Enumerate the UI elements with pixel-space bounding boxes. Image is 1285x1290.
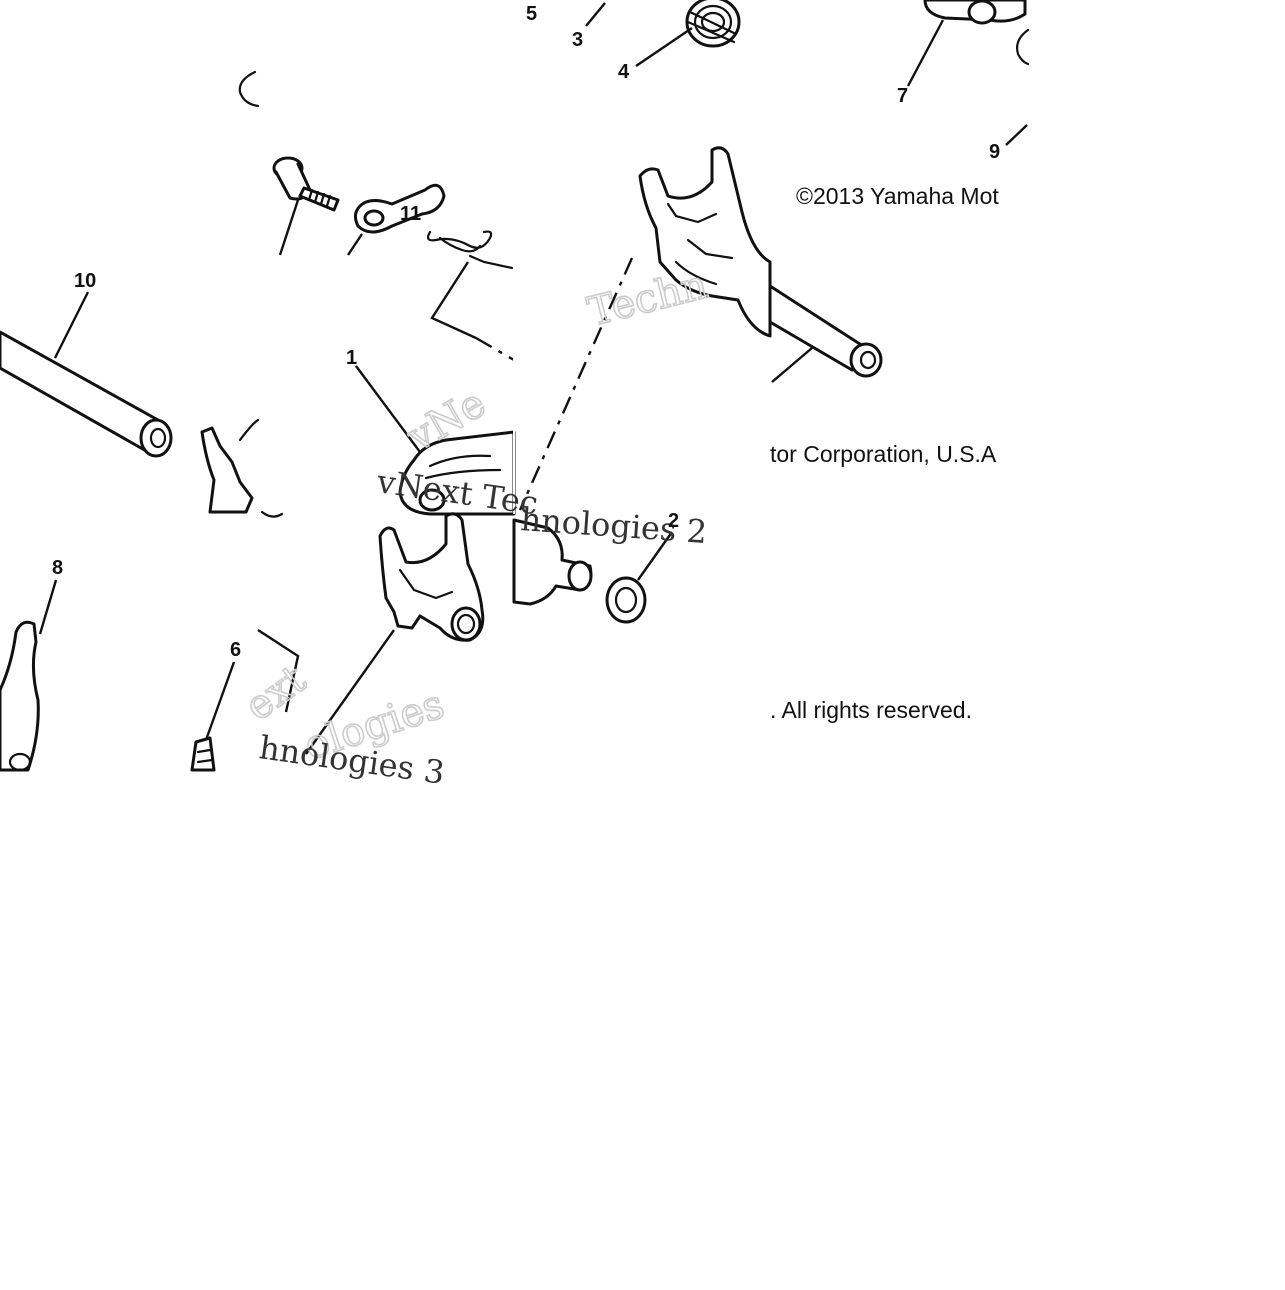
roller-pin (923, 0, 1027, 25)
leader-bolt (278, 199, 300, 256)
leader-spring (430, 261, 477, 340)
callout-7: 7 (897, 85, 908, 107)
callout-5: 5 (526, 3, 537, 25)
callout-4: 4 (618, 61, 630, 83)
copyright-line-1: ©2013 Yamaha Mot (796, 183, 999, 209)
leader-8 (38, 579, 58, 635)
callout-1: 1 (346, 347, 357, 369)
fork-fragment (200, 418, 284, 518)
clip-partial-right (1016, 28, 1030, 66)
watermark-1: Techn (583, 262, 712, 336)
callout-6: 6 (230, 639, 241, 661)
callout-3: 3 (572, 29, 583, 51)
coil-spring (685, 0, 741, 48)
leader-4 (635, 27, 693, 67)
leader-lower-fork (305, 629, 395, 755)
leader-6 (204, 661, 236, 741)
leader-9 (1005, 124, 1028, 146)
leader-11 (347, 233, 363, 256)
drum-end (512, 518, 593, 606)
assembly-line-center (518, 257, 634, 511)
stopper-lever (353, 183, 446, 234)
leader-left-bracket (257, 628, 300, 713)
torsion-spring (426, 230, 514, 270)
leader-1 (355, 365, 421, 453)
leader-7 (906, 19, 945, 87)
leader-2 (637, 531, 673, 581)
guide-pin-6 (190, 736, 216, 772)
assembly-line-upper (475, 336, 515, 362)
callout-8: 8 (52, 557, 63, 579)
guide-bar-10 (0, 330, 173, 458)
circlip-partial (238, 70, 260, 108)
copyright-line-2: tor Corporation, U.S.A (770, 441, 997, 467)
leader-10 (53, 291, 90, 359)
washer (605, 576, 647, 624)
callout-10: 10 (74, 270, 96, 292)
callout-2: 2 (668, 510, 679, 532)
shift-fork-upper (638, 146, 883, 378)
copyright-line-3: . All rights reserved. (770, 697, 972, 723)
callout-9: 9 (989, 141, 1000, 163)
shift-cam-drum (398, 430, 516, 516)
leader-upper-bar (771, 347, 813, 383)
watermark-4: ext (237, 656, 314, 730)
callout-11: 11 (400, 203, 421, 225)
leader-3 (585, 2, 606, 27)
shift-fork-8 (0, 620, 40, 772)
shift-fork-lower (378, 512, 485, 642)
stopper-bolt (272, 156, 340, 212)
